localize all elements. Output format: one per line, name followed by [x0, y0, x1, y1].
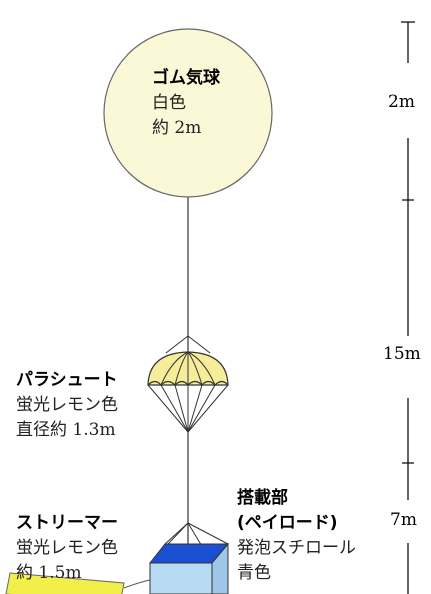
parachute-label: パラシュート 蛍光レモン色 直径約 1.3m	[16, 368, 118, 443]
dimension-line	[401, 21, 415, 594]
balloon-size: 約 2m	[152, 118, 202, 138]
payload-title-2: (ペイロード)	[237, 513, 338, 533]
dimension-middle: 15m	[383, 344, 421, 364]
dimension-top: 2m	[388, 92, 415, 112]
payload-title-1: 搭載部	[237, 488, 288, 508]
streamer-color: 蛍光レモン色	[16, 538, 118, 558]
balloon-title: ゴム気球	[152, 68, 220, 88]
payload-box	[148, 522, 230, 594]
dimension-bottom: 7m	[390, 510, 417, 530]
balloon-color: 白色	[152, 93, 186, 113]
parachute-color: 蛍光レモン色	[16, 395, 118, 415]
parachute	[147, 335, 229, 433]
payload-label: 搭載部 (ペイロード) 発泡スチロール 青色	[237, 486, 356, 586]
rubber-balloon	[103, 28, 273, 198]
balloon-label: ゴム気球 白色 約 2m	[152, 66, 220, 141]
parachute-size: 直径約 1.3m	[16, 420, 116, 440]
streamer-size: 約 1.5m	[16, 563, 82, 583]
payload-color: 青色	[237, 563, 271, 583]
streamer-label: ストリーマー 蛍光レモン色 約 1.5m	[16, 511, 118, 586]
streamer-title: ストリーマー	[16, 513, 118, 533]
streamer	[5, 572, 151, 594]
payload-material: 発泡スチロール	[237, 538, 356, 558]
parachute-title: パラシュート	[16, 370, 118, 390]
